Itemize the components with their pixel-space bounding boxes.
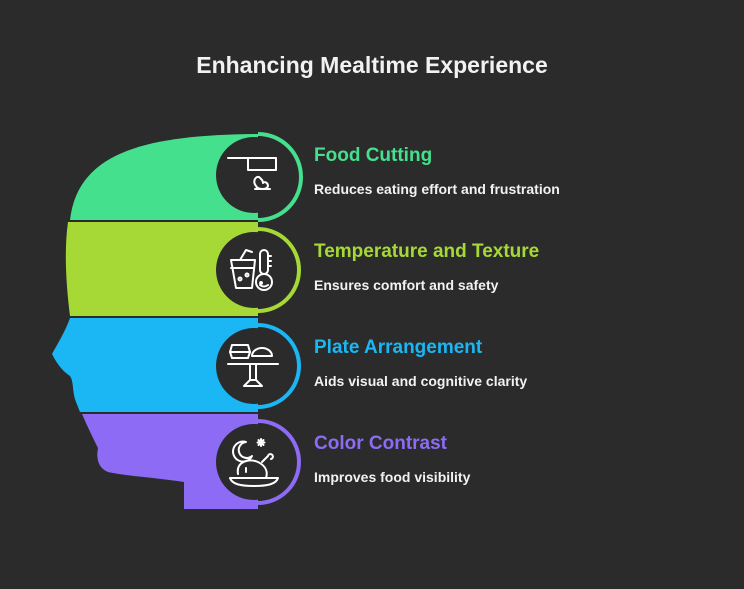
item-temperature-texture: Temperature and Texture Ensures comfort …	[314, 241, 539, 294]
head-segment-forehead	[65, 222, 258, 316]
item-description: Reduces eating effort and frustration	[314, 181, 560, 197]
pan-on-flame-icon	[227, 157, 277, 190]
segment-color-contrast	[82, 414, 301, 509]
item-color-contrast: Color Contrast Improves food visibility	[314, 433, 470, 486]
head-segment-crown	[70, 134, 258, 220]
segment-food-cutting	[70, 132, 303, 222]
item-heading: Temperature and Texture	[314, 241, 540, 262]
item-description: Improves food visibility	[314, 469, 471, 485]
item-description: Ensures comfort and safety	[314, 277, 499, 293]
drink-and-thermometer-icon	[230, 249, 273, 291]
item-heading: Food Cutting	[314, 145, 433, 166]
item-food-cutting: Food Cutting Reduces eating effort and f…	[314, 145, 560, 198]
segment-arc	[257, 419, 301, 505]
item-heading: Color Contrast	[314, 433, 447, 454]
moon-star-roast-chicken-icon	[229, 438, 279, 487]
page-title: Enhancing Mealtime Experience	[196, 52, 548, 78]
icon-circle	[216, 328, 292, 404]
stacked-plates-on-stand-icon	[227, 344, 279, 387]
item-description: Aids visual and cognitive clarity	[314, 373, 528, 389]
segment-arc	[257, 227, 301, 313]
icon-circle	[216, 424, 292, 500]
icon-circle	[216, 137, 292, 213]
segment-arc	[257, 323, 301, 409]
head-segment-chin	[82, 414, 258, 509]
segment-arc	[257, 132, 303, 222]
segment-plate-arrangement	[52, 318, 301, 412]
segment-temperature-texture	[65, 222, 301, 316]
head-segment-face	[52, 318, 258, 412]
item-heading: Plate Arrangement	[314, 337, 483, 358]
item-plate-arrangement: Plate Arrangement Aids visual and cognit…	[314, 337, 527, 390]
